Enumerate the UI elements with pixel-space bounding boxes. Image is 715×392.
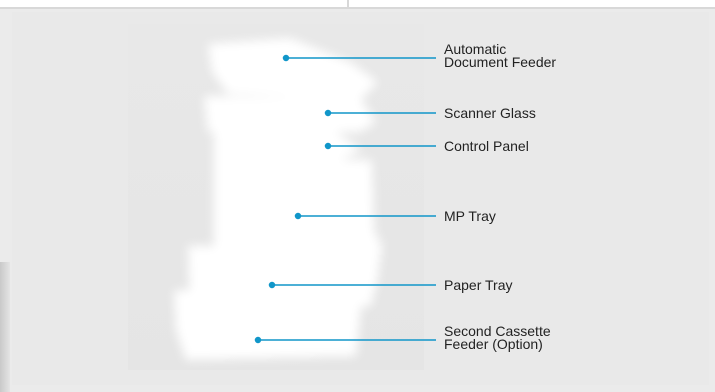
- callout-dot-scanner-glass: [324, 109, 332, 117]
- printer-adf-shape: [208, 38, 378, 100]
- callout-dot-second-cassette: [254, 336, 262, 344]
- top-bar: [0, 0, 715, 9]
- label-scanner-glass: Scanner Glass: [444, 105, 536, 121]
- label-automatic-document-feeder: Automatic Document Feeder: [444, 41, 557, 70]
- printer-tray-shape: [188, 246, 378, 306]
- printer-panel-shape: [214, 128, 362, 160]
- callout-dot-control-panel: [324, 142, 332, 150]
- printer-cassette-shape: [174, 290, 362, 360]
- callout-dot-mp-tray: [294, 212, 302, 220]
- printer-scanner-shape: [204, 96, 376, 132]
- label-control-panel: Control Panel: [444, 138, 529, 154]
- callout-dot-paper-tray: [268, 281, 276, 289]
- label-paper-tray: Paper Tray: [444, 277, 513, 293]
- label-second-cassette-feeder: Second Cassette Feeder (Option): [444, 323, 551, 352]
- callout-dot-adf: [282, 54, 290, 62]
- top-bar-divider: [347, 0, 349, 7]
- label-mp-tray: MP Tray: [444, 208, 496, 224]
- left-edge-shadow: [0, 262, 10, 392]
